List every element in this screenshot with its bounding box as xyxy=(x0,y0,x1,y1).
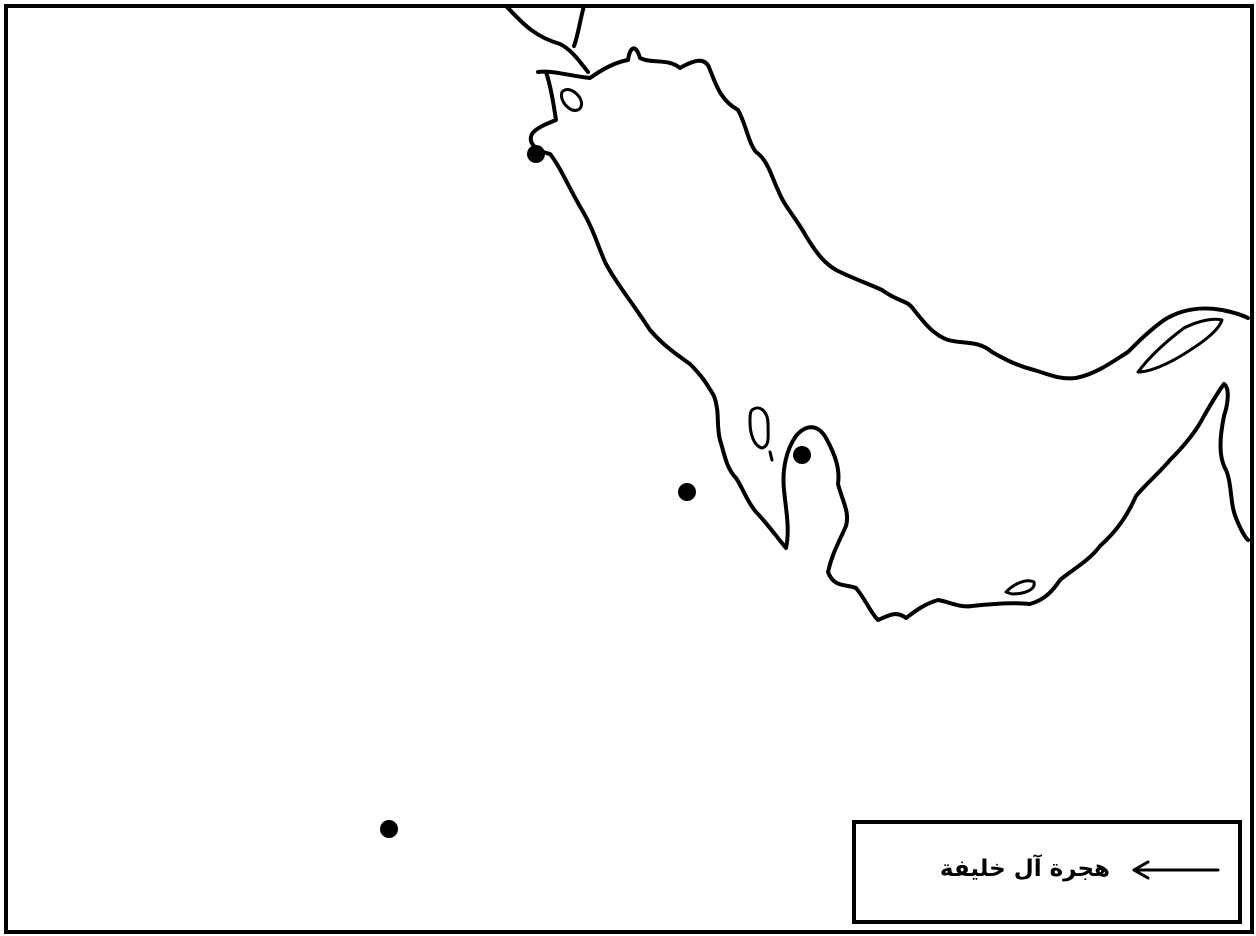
left-arrow-icon xyxy=(1132,860,1220,880)
island-qeshm xyxy=(1136,317,1224,374)
legend-label: هجرة آل خليفة xyxy=(939,856,1110,882)
island-south xyxy=(1004,579,1036,596)
river-line xyxy=(572,4,586,48)
river-line xyxy=(504,4,590,74)
island-bubiyan xyxy=(560,88,584,112)
islet xyxy=(768,450,774,462)
coastline xyxy=(536,46,1250,381)
island-bahrain xyxy=(748,406,770,450)
location-marker xyxy=(380,820,398,838)
map-legend: هجرة آل خليفة xyxy=(852,820,1242,924)
location-marker xyxy=(527,145,545,163)
map-frame xyxy=(4,4,1254,934)
location-marker xyxy=(793,446,811,464)
coastline xyxy=(528,70,1250,622)
location-marker xyxy=(678,483,696,501)
